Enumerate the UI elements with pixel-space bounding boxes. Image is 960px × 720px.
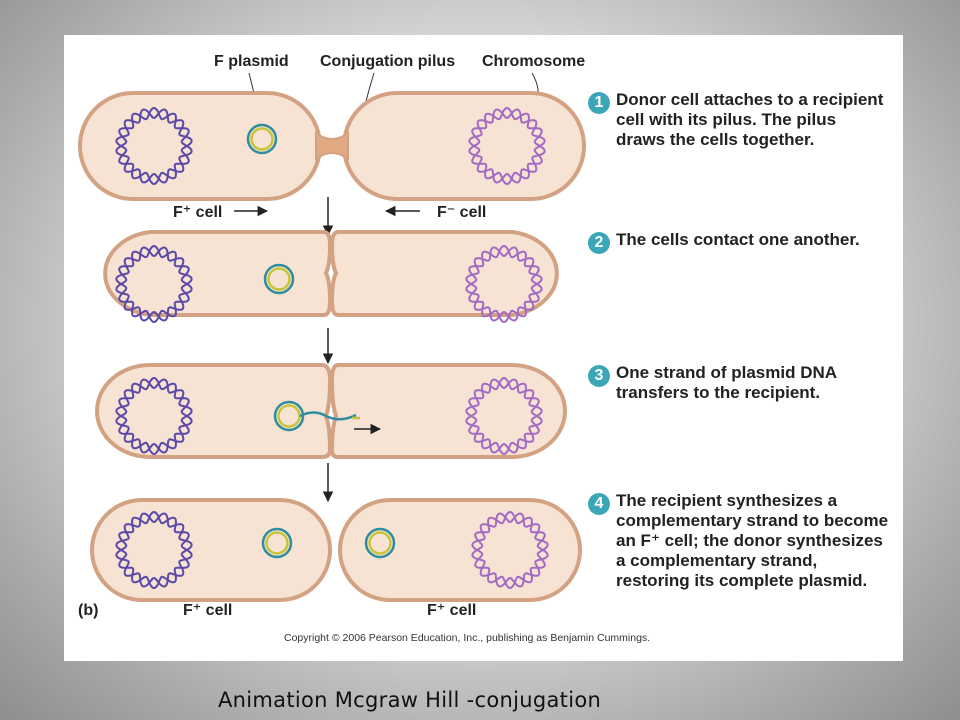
plasmid-outer-strand: [364, 527, 396, 559]
recipient-cell-1: [342, 91, 586, 201]
plasmid-outer-strand: [246, 123, 278, 155]
chromosome-strand: [115, 378, 193, 456]
chromosome-strand: [115, 512, 193, 590]
plasmid-outer-strand: [263, 263, 295, 295]
plasmid-inner-strand: [277, 404, 301, 428]
plasmid-inner-strand: [265, 531, 289, 555]
f-plus-cell-label: F⁺ cell: [173, 204, 222, 221]
conjugation-pilus-label: Conjugation pilus: [320, 53, 455, 70]
chromosome-label: Chromosome: [482, 53, 585, 70]
recipient-chromosome: [465, 244, 543, 324]
donor-chromosome: [115, 106, 193, 186]
step-3-badge: 3: [588, 365, 610, 387]
copyright-notice: Copyright © 2006 Pearson Education, Inc.…: [284, 632, 651, 644]
step-4-badge: 4: [588, 493, 610, 515]
chromosome-strand: [115, 108, 193, 186]
plasmid-inner-strand: [368, 531, 392, 555]
conjugation-diagram: F plasmid Conjugation pilus Chromosome F…: [78, 53, 586, 619]
slide-caption: Animation Mcgraw Hill -conjugation: [218, 688, 602, 712]
panel-label: (b): [78, 602, 98, 619]
chromosome-strand: [115, 246, 193, 324]
step-1-badge: 1: [588, 92, 610, 114]
contact-cell-2b: [329, 230, 559, 317]
chromosome-strand: [465, 246, 543, 324]
f-plasmid-label: F plasmid: [214, 53, 289, 70]
donor-chromosome: [115, 244, 193, 324]
f-plasmid: [263, 263, 295, 295]
chromosome-strand: [471, 512, 549, 590]
donor-chromosome: [115, 510, 193, 590]
donor-cell-4: [90, 498, 332, 602]
row-1: [78, 91, 586, 201]
contact-cell-2: [103, 230, 333, 317]
f-plasmid: [246, 123, 278, 155]
recipient-cell-4: [338, 498, 582, 602]
step-2-text: The cells contact one another.: [616, 230, 860, 249]
bottom-left-cell-label: F⁺ cell: [183, 602, 232, 619]
f-minus-cell-label: F⁻ cell: [437, 204, 486, 221]
row-3: [95, 363, 567, 459]
chromosome-strand: [468, 108, 546, 186]
donor-chromosome: [115, 376, 193, 456]
chromosome-strand: [465, 378, 543, 456]
bottom-right-cell-label: F⁺ cell: [427, 602, 476, 619]
recipient-chromosome: [465, 376, 543, 456]
row-4: [90, 498, 582, 602]
recipient-chromosome: [471, 510, 549, 590]
f-plasmid: [261, 527, 293, 559]
conjugation-pilus: [315, 131, 349, 161]
transfer-cell-3b: [329, 363, 567, 459]
f-plasmid: [364, 527, 396, 559]
step-3-text: One strand of plasmid DNA transfers to t…: [616, 363, 838, 402]
recipient-chromosome: [468, 106, 546, 186]
step-4-text: The recipient synthesizes a complementar…: [616, 491, 889, 590]
plasmid-inner-strand: [267, 267, 291, 291]
row-2: [103, 230, 559, 324]
step-2-badge: 2: [588, 232, 610, 254]
conjugation-figure: F plasmid Conjugation pilus Chromosome F…: [64, 35, 903, 661]
transferring-strand: [299, 411, 357, 421]
plasmid-outer-strand: [261, 527, 293, 559]
plasmid-inner-strand: [250, 127, 274, 151]
donor-cell-1: [78, 91, 322, 201]
step-1-text: Donor cell attaches to a recipient cell …: [616, 90, 884, 149]
